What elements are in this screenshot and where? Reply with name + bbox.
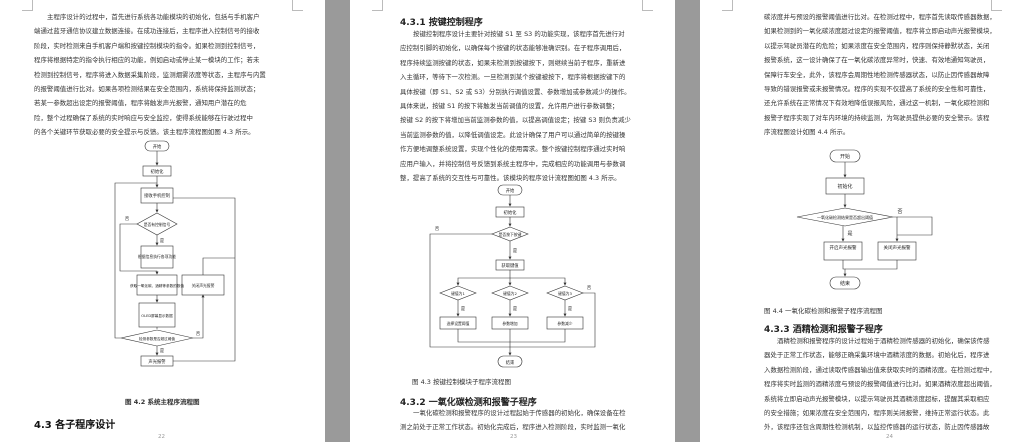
flow-init: 初始化 — [837, 183, 852, 190]
flow-no-label: 否 — [587, 285, 592, 291]
crop-mark — [372, 0, 383, 11]
figure-caption: 图 4.4 一氧化碳检测和报警子程序流程图 — [764, 307, 883, 315]
flow-decision: 一氧化碳检测结果是否超出阈值 — [817, 214, 873, 220]
flow-yes-label: 是 — [160, 238, 165, 244]
main-program-flowchart: 开始 初始化 接收手机控制 是否有控制信号 根据信息执行各项功能 获取一氧化碳、… — [114, 140, 236, 367]
page-number: 24 — [886, 434, 893, 440]
flow-decision: 是否按下按键 — [499, 232, 522, 237]
flow-action-1: 选择设置阈值 — [447, 321, 470, 326]
flow-start: 开始 — [506, 187, 515, 194]
flow-key-2: 键值为2 — [503, 291, 517, 296]
crop-mark — [642, 0, 653, 11]
section-heading: 4.3.2 一氧化碳检测和报警子程序 — [400, 398, 537, 408]
flow-no-label: 否 — [435, 226, 440, 232]
document-page-23: 4.3.1 按键控制程序 按键控制程序设计主要针对按键 S1 至 S3 的功能实… — [350, 0, 675, 442]
page-number: 23 — [510, 434, 517, 440]
flow-execute: 根据信息执行各项功能 — [138, 254, 176, 259]
flow-action-3: 参数减少 — [557, 321, 572, 326]
flow-start: 开始 — [153, 143, 162, 150]
co-alarm-flowchart: 开始 初始化 一氧化碳检测结果是否超出阈值 开启声光报警 关闭声光报警 结束 是… — [796, 149, 933, 290]
flow-no-label: 否 — [897, 209, 902, 215]
flow-recv: 接收手机控制 — [144, 192, 170, 199]
crop-mark — [22, 0, 33, 11]
flow-yes-label: 是 — [513, 248, 518, 254]
flow-init: 初始化 — [151, 168, 165, 175]
flow-display: OLED屏幕显示数据 — [141, 313, 173, 318]
document-page-24: 碳浓度并与预设的报警阈值进行比对。在检测过程中，程序首先读取传感器数据， 如果检… — [700, 0, 1024, 442]
section-heading: 4.3.1 按键控制程序 — [400, 18, 483, 28]
flow-alarm-off: 关闭声光报警 — [884, 244, 911, 251]
flow-start: 开始 — [840, 153, 850, 160]
flow-decision-2: 检测参数是否超过阈值 — [139, 336, 175, 341]
crop-mark — [722, 0, 733, 11]
crop-mark — [991, 0, 1002, 11]
flow-decision-1: 是否有控制信号 — [144, 222, 171, 227]
page-number: 22 — [158, 434, 165, 440]
main-program-paragraph: 主程序设计的过程中，首先进行系统各功能模块的初始化，包括与手机客户 端通过蓝牙通… — [34, 13, 266, 137]
flow-yes-label: 是 — [847, 231, 852, 237]
flow-alarm-on: 声光报警 — [148, 358, 166, 365]
flow-alarm-on: 开启声光报警 — [830, 244, 857, 251]
flow-init: 初始化 — [504, 209, 518, 216]
flow-yes-label: 是 — [461, 306, 466, 312]
flow-end: 结束 — [840, 280, 850, 287]
flow-key-3: 键值为3 — [558, 291, 572, 296]
section-heading: 4.3.3 酒精检测和报警子程序 — [764, 325, 883, 335]
co-detection-paragraph: 一氧化碳检测和报警程序的设计过程起始于传感器的初始化，确保设备在检 测之前处于正… — [400, 409, 626, 432]
document-page-22: 主程序设计的过程中，首先进行系统各功能模块的初始化，包括与手机客户 端通过蓝牙通… — [0, 0, 325, 442]
flow-get-key: 获取键值 — [501, 262, 519, 269]
figure-caption: 图 4.3 按键控制模块子程序流程图 — [412, 378, 511, 386]
flow-key-1: 键值为1 — [451, 291, 465, 296]
flow-yes-label: 是 — [513, 306, 518, 312]
co-detection-continued-paragraph: 碳浓度并与预设的报警阈值进行比对。在检测过程中，程序首先读取传感器数据， 如果检… — [764, 13, 996, 137]
flow-end: 结束 — [506, 359, 515, 366]
section-heading: 4.3 各子程序设计 — [34, 420, 116, 431]
flow-no-label: 否 — [125, 216, 130, 222]
crop-mark — [292, 0, 303, 11]
flow-alarm-off: 关闭声光报警 — [192, 283, 215, 288]
flow-no-label: 否 — [196, 331, 201, 337]
flow-action-2: 参数增加 — [502, 321, 517, 326]
flow-yes-label: 是 — [568, 306, 573, 312]
alcohol-detection-paragraph: 酒精检测和报警程序的设计过程始于酒精检测传感器的初始化，确保该传感 器处于正常工… — [764, 337, 996, 432]
flow-yes-label: 是 — [160, 348, 165, 354]
flow-collect: 获取一氧化碳、酒精等参数的数值 — [130, 283, 184, 288]
key-control-paragraph: 按键控制程序设计主要针对按键 S1 至 S3 的功能实现，该程序首先进行对 应控… — [400, 30, 631, 183]
figure-caption: 图 4.2 系统主程序流程图 — [125, 398, 200, 406]
key-control-flowchart: 开始 初始化 是否按下按键 获取键值 键值为1 键值为2 键值为3 选择设置阈值… — [429, 184, 596, 368]
